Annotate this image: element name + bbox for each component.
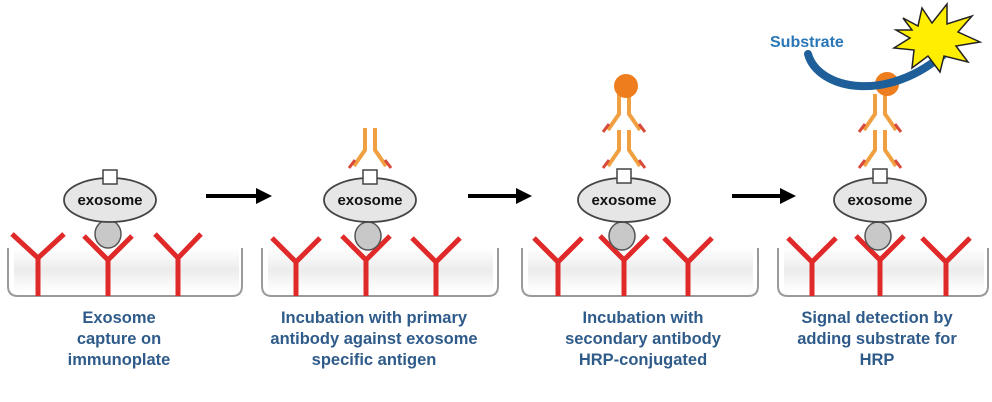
- substrate-label: Substrate: [770, 34, 844, 51]
- step-arrow: [206, 188, 272, 204]
- panel-1: exosome: [7, 169, 243, 297]
- primary-antibody: [601, 130, 647, 169]
- exosome-anchor: [864, 221, 892, 251]
- substrate-reaction-arrow: [804, 48, 950, 90]
- capture-antibody: [82, 234, 134, 296]
- step-4-caption: Signal detection by adding substrate for…: [797, 309, 957, 369]
- immunoplate-well: [777, 248, 989, 297]
- exosome-antigen: [362, 169, 378, 185]
- exosome-label: exosome: [591, 192, 656, 209]
- secondary-antibody: [601, 94, 647, 133]
- capture-antibody: [532, 236, 584, 296]
- well-shading: [14, 248, 239, 292]
- capture-antibody: [598, 234, 650, 296]
- capture-antibody: [153, 232, 203, 296]
- exosome-antigen: [872, 168, 888, 184]
- secondary-antibody: [857, 94, 903, 133]
- capture-antibody: [786, 236, 838, 296]
- immunoplate-well: [7, 248, 243, 297]
- hrp-enzyme: [614, 74, 638, 98]
- well-shading: [528, 248, 753, 292]
- immunoplate-well: [261, 248, 499, 297]
- capture-antibody: [270, 236, 322, 296]
- exosome-label: exosome: [77, 192, 142, 209]
- step-3-caption: Incubation with secondary antibody HRP-c…: [565, 309, 721, 369]
- exosome-anchor: [94, 219, 122, 249]
- capture-antibody: [410, 236, 462, 296]
- capture-antibody: [854, 234, 906, 296]
- exosome-label: exosome: [337, 192, 402, 209]
- panel-2: exosome: [261, 128, 499, 297]
- step-arrow: [732, 188, 796, 204]
- exosome-antigen: [616, 168, 632, 184]
- exosome-anchor: [354, 221, 382, 251]
- capture-antibody: [662, 236, 714, 296]
- capture-antibody: [10, 232, 66, 296]
- primary-antibody: [857, 130, 903, 169]
- step-arrow: [468, 188, 532, 204]
- capture-antibody: [920, 236, 972, 296]
- panel-4: exosome Substrate: [770, 1, 989, 297]
- capture-antibody: [340, 234, 392, 296]
- exosome-anchor: [608, 221, 636, 251]
- step-1-caption: Exosome capture on immunoplate: [67, 309, 171, 369]
- panel-3: exosome: [521, 74, 759, 297]
- step-2-caption: Incubation with primary antibody against…: [270, 309, 478, 369]
- primary-antibody: [347, 128, 393, 169]
- exosome-label: exosome: [847, 192, 912, 209]
- exosome-antigen: [102, 169, 118, 185]
- signal-star-icon: [891, 1, 983, 74]
- immunoplate-well: [521, 248, 759, 297]
